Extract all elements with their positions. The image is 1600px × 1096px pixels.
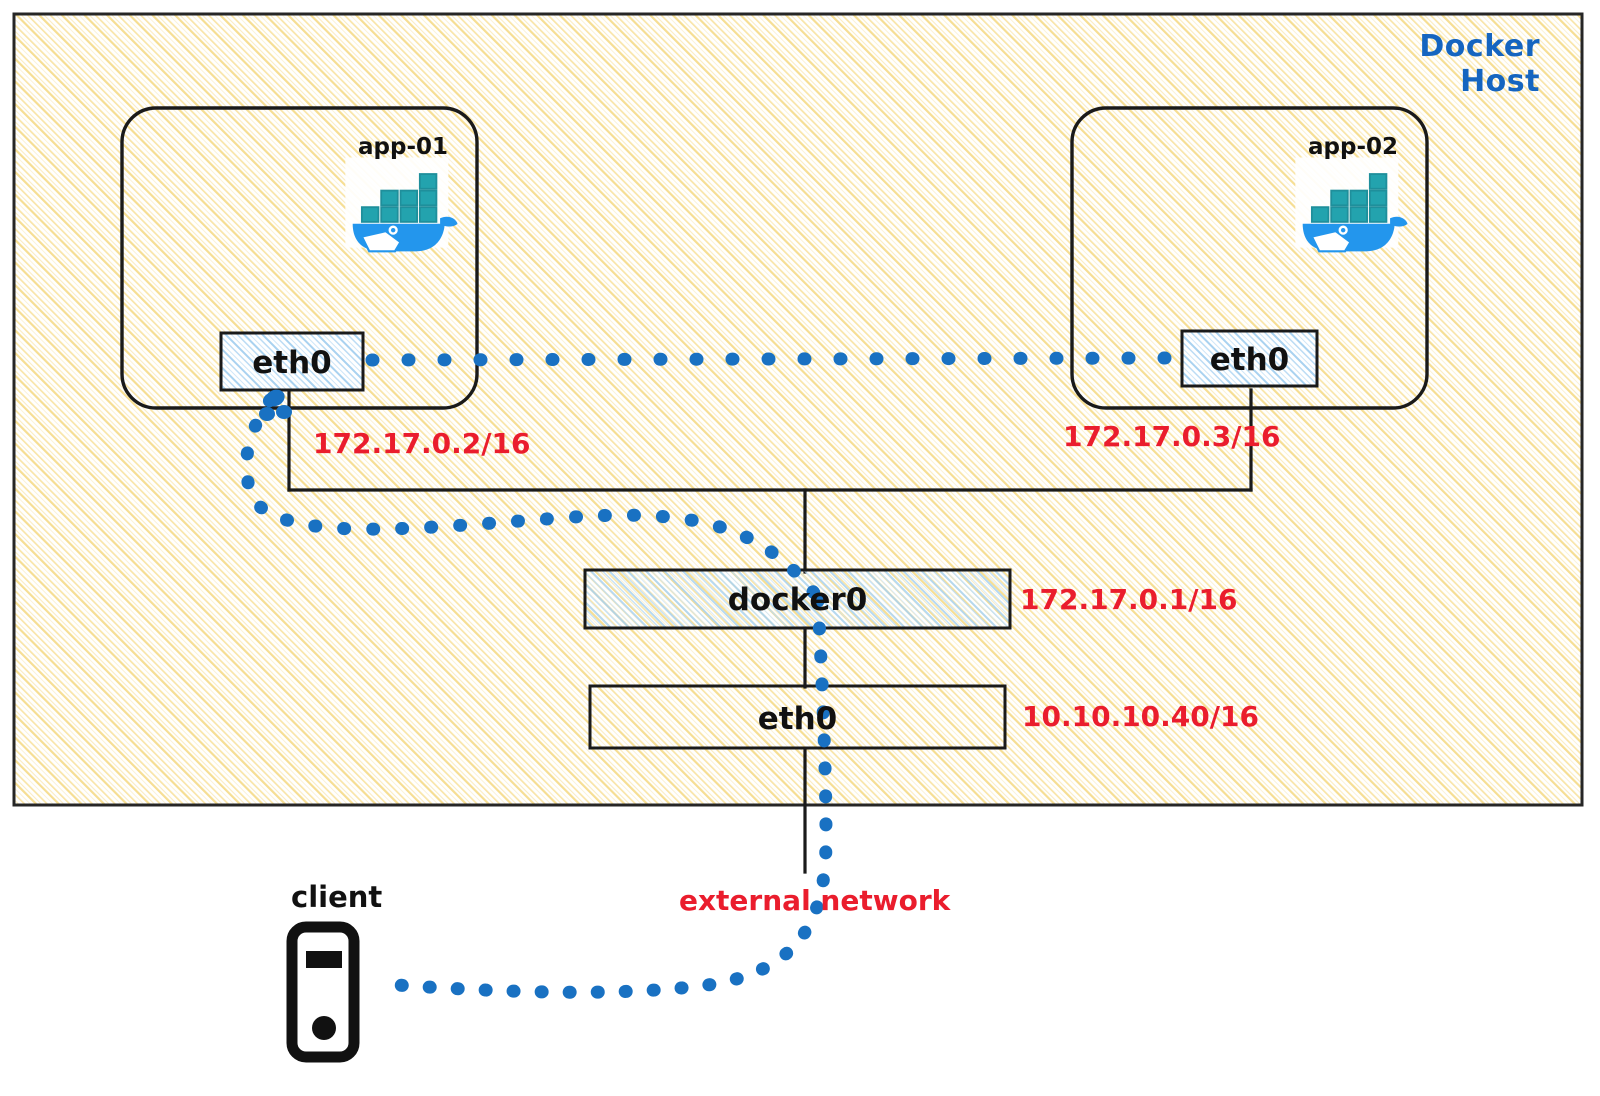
ip-label-app-01: 172.17.0.2/16 [313,427,531,460]
ip-label-app-02: 172.17.0.3/16 [1063,420,1281,453]
bridge-label-docker0: docker0 [727,582,868,618]
link-app01-docker0 [239,389,825,605]
interface-box-app-01-eth0[interactable] [219,331,365,392]
ip-label-docker0: 172.17.0.1/16 [1020,583,1238,616]
client-label: client [291,880,383,914]
pc-tower-icon [286,921,360,1063]
docker-whale-icon [345,157,458,253]
container-label-app-02: app-02 [1308,134,1399,160]
container-label-app-01: app-01 [358,134,449,160]
docker-host-label: Docker Host [1419,29,1540,99]
ip-label-host-eth0: 10.10.10.40/16 [1022,700,1259,733]
container-app-02[interactable] [1070,106,1429,410]
interface-label-app-02-eth0: eth0 [1209,342,1290,378]
docker-whale-icon [1295,157,1408,253]
interface-label-host-eth0: eth0 [757,701,838,737]
arrowhead-icon [259,389,292,421]
container-app-01[interactable] [120,106,479,410]
interface-box-app-02-eth0[interactable] [1180,329,1319,388]
interface-box-host-eth0[interactable] [588,684,1007,750]
page-title: Docker Host [1330,29,1540,99]
link-app01-app02 [365,351,1183,367]
interface-label-app-01-eth0: eth0 [252,345,332,381]
external-network-label: external network [679,884,951,917]
